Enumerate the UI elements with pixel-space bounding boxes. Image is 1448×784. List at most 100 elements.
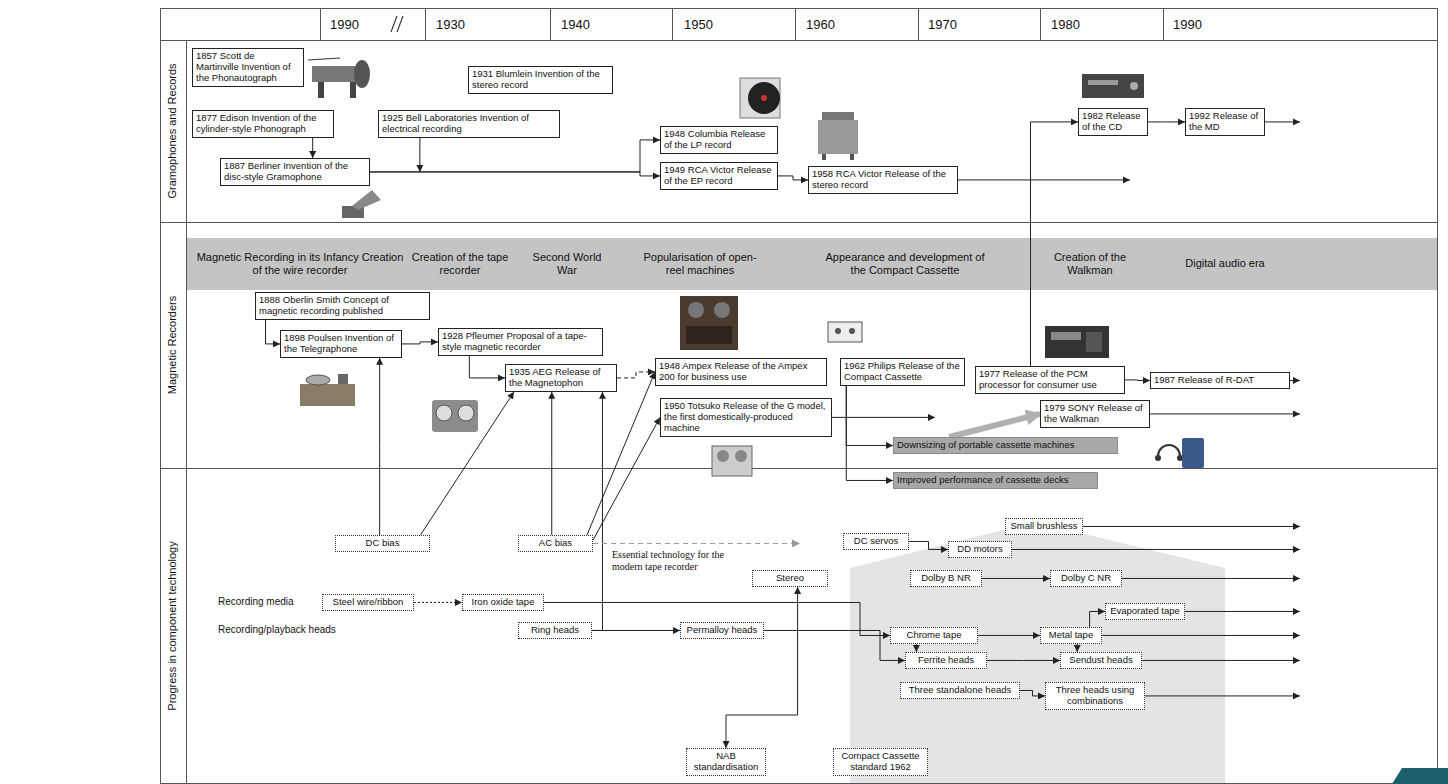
event-box: 1982 Release of the CD (1078, 108, 1148, 136)
telegraphone-picture-part (338, 374, 348, 384)
event-box: 1948 Columbia Release of the LP record (660, 126, 778, 154)
cd-player-picture-part (1088, 80, 1118, 85)
event-box: 1948 Ampex Release of the Ampex 200 for … (655, 358, 827, 386)
axis-break-symbol (391, 16, 403, 32)
event-box: 1992 Release of the MD (1185, 108, 1265, 136)
event-box: 1979 SONY Release of the Walkman (1040, 400, 1150, 428)
track-label-holder: Recording media (218, 596, 294, 608)
box-text: Steel wire/ribbon (326, 597, 410, 608)
connector-arrow (982, 578, 1050, 579)
telegraphone-picture-part (300, 384, 355, 406)
ampex-picture (680, 296, 738, 350)
year-label: 1990 (330, 17, 359, 33)
year-label-holder: 1990 (1173, 17, 1202, 33)
frame-lines-part (160, 40, 1438, 41)
trend-box: Improved performance of cassette decks (893, 472, 1098, 489)
frame-lines-part (425, 8, 426, 40)
note-label-holder: Essential technology for the modern tape… (612, 549, 747, 573)
era-band-fill (187, 238, 1437, 290)
cd-player-picture-part (1082, 74, 1144, 98)
event-box: 1877 Edison Invention of the cylinder-st… (192, 110, 334, 138)
timeline-arrow (958, 179, 1130, 180)
era-heading: Second World War (527, 251, 607, 277)
frame-lines-part (1163, 8, 1164, 40)
box-text: 1950 Totsuko Release of the G model, the… (664, 401, 828, 434)
box-text: Dolby C NR (1054, 573, 1118, 584)
track-label: Recording/playback heads (218, 624, 336, 636)
technology-box: DC servos (843, 533, 909, 550)
box-text: DC servos (847, 536, 905, 547)
gramophone-picture (342, 190, 381, 218)
era-heading-holder: Appearance and development of the Compac… (820, 251, 990, 277)
technology-box: Stereo (752, 570, 828, 587)
technology-box: Steel wire/ribbon (322, 594, 414, 611)
ampex-picture-part (680, 296, 738, 350)
box-text: 1987 Release of R-DAT (1154, 375, 1286, 386)
era-heading: Creation of the tape recorder (410, 251, 510, 277)
year-label-holder: 1990 (330, 17, 359, 33)
box-text: 1949 RCA Victor Release of the EP record (664, 165, 774, 187)
walkman-picture-part (1158, 445, 1180, 456)
frame-lines-part (550, 8, 551, 40)
era-heading: Digital audio era (1170, 257, 1280, 270)
walkman-picture-part (1182, 438, 1204, 468)
connector-arrow (266, 320, 281, 344)
connector-arrow (370, 172, 660, 176)
ampex-picture-part (686, 326, 732, 344)
event-box: 1925 Bell Laboratories Invention of elec… (378, 110, 560, 138)
connector-arrow (592, 630, 680, 631)
year-label-holder: 1970 (928, 17, 957, 33)
note-label: Essential technology for the modern tape… (612, 549, 747, 573)
connector-arrow (1090, 611, 1105, 627)
year-label: 1950 (684, 17, 713, 33)
event-box: 1888 Oberlin Smith Concept of magnetic r… (255, 292, 430, 320)
technology-box: Ferrite heads (905, 652, 987, 669)
connector-arrow (1031, 122, 1079, 366)
row-heading: Progress in component technology (166, 541, 179, 710)
connector-arrow (916, 644, 917, 652)
connector-arrow (587, 372, 655, 535)
stereo-player-picture (818, 112, 858, 160)
row-heading-holder: Progress in component technology (166, 541, 179, 710)
connector-arrow (421, 392, 514, 535)
phonautograph-picture-part (312, 66, 360, 82)
lp-record-picture (740, 78, 780, 118)
box-text: 1877 Edison Invention of the cylinder-st… (196, 113, 330, 135)
era-heading-holder: Digital audio era (1170, 257, 1280, 270)
era-band: Magnetic Recording in its Infancy Creati… (187, 238, 1437, 290)
box-text: Ferrite heads (909, 655, 983, 666)
frame-lines-part (795, 8, 796, 40)
year-label: 1980 (1051, 17, 1080, 33)
axis-break-symbol-part (397, 16, 403, 32)
phonautograph-picture (308, 58, 370, 98)
pcm-processor-picture-part (1051, 332, 1081, 340)
connector-arrow (846, 386, 893, 481)
technology-box: Dolby C NR (1050, 570, 1122, 587)
connector-arrow (987, 660, 1060, 661)
box-text: 1857 Scott de Martinville Invention of t… (196, 51, 300, 84)
telegraphone-picture-part (306, 375, 330, 385)
event-box: 1977 Release of the PCM processor for co… (975, 366, 1125, 394)
magnetophon-picture-part (436, 405, 452, 421)
g-model-picture-part (717, 450, 729, 462)
cd-player-picture (1082, 74, 1144, 98)
cassette-picture (828, 322, 862, 342)
phonautograph-picture-part (354, 60, 370, 88)
stereo-player-picture-part (818, 120, 858, 154)
box-text: Downsizing of portable cassette machines (897, 440, 1114, 451)
row-heading: Magnetic Recorders (166, 296, 179, 394)
frame-lines (160, 8, 1438, 784)
track-label-holder: Recording/playback heads (218, 624, 336, 636)
event-box: 1962 Philips Release of the Compact Cass… (840, 358, 965, 386)
phonautograph-picture-part (308, 58, 340, 60)
technology-box: Ring heads (518, 622, 592, 639)
connector-arrow (551, 392, 552, 535)
row-heading: Gramophones and Records (166, 63, 179, 198)
cassette-era-house-part (850, 522, 1225, 784)
box-text: 1931 Blumlein Invention of the stereo re… (472, 69, 609, 91)
timeline-arrow (1150, 413, 1300, 414)
connector-arrow (402, 342, 438, 344)
box-text: 1962 Philips Release of the Compact Cass… (844, 361, 961, 383)
connector-arrow (593, 417, 660, 540)
stereo-player-picture-part (850, 154, 854, 160)
